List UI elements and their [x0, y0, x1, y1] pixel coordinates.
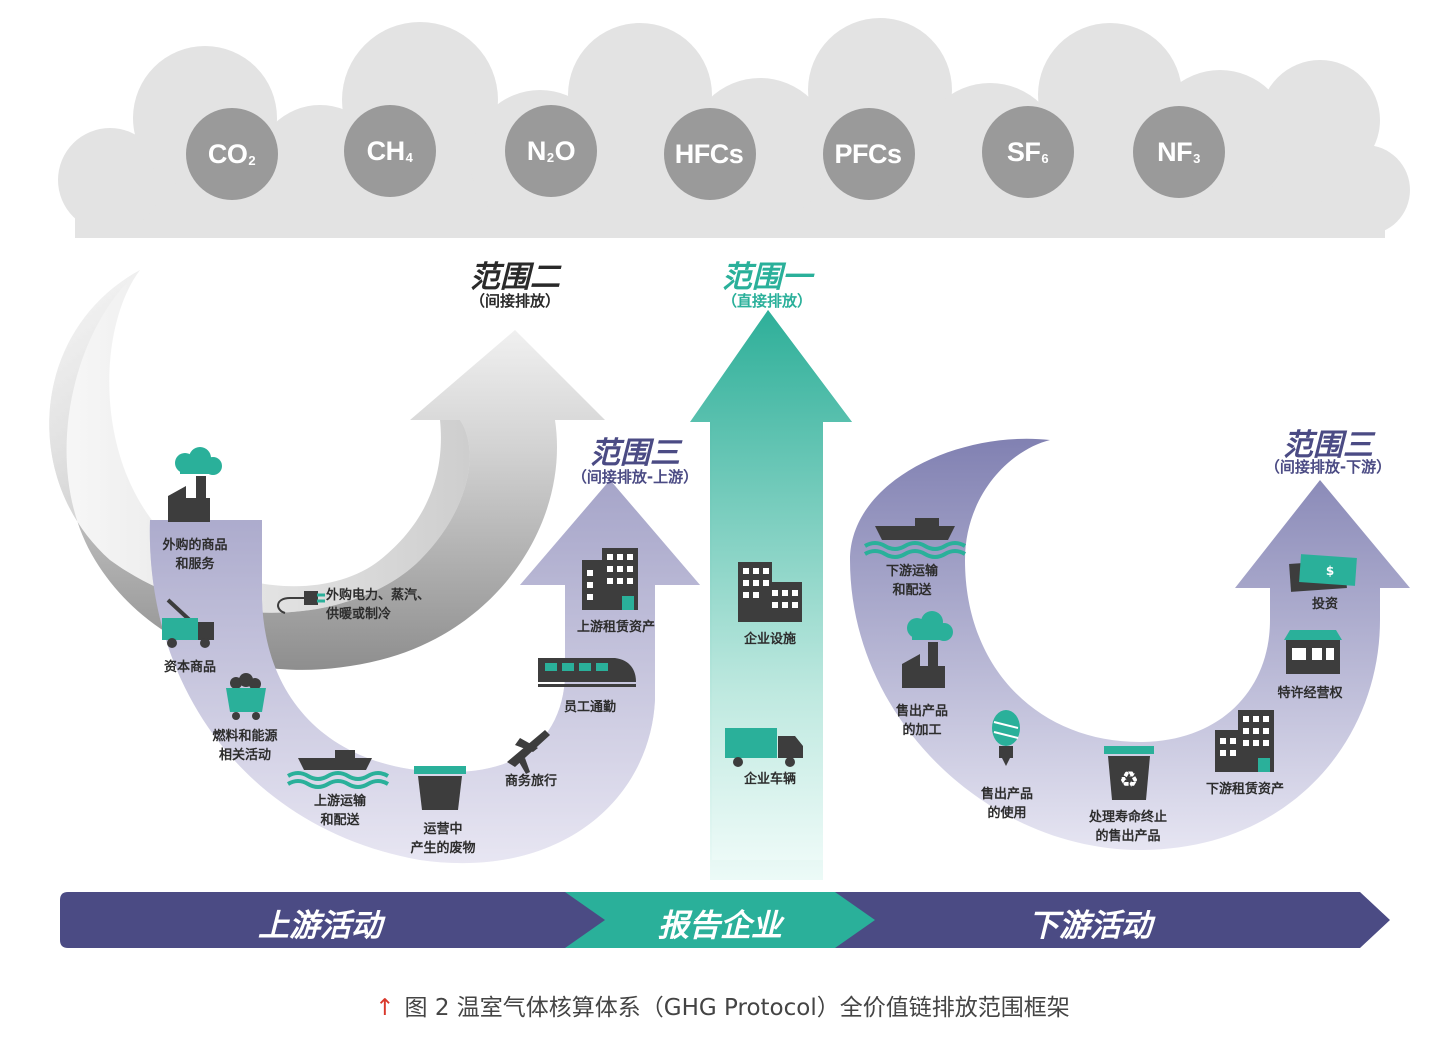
- scope2-arrow: [49, 270, 605, 670]
- scope2-subtitle: （间接排放）: [469, 292, 560, 310]
- coal-cart-icon: [226, 673, 266, 720]
- label-purchased-energy: 外购电力、蒸汽、 供暖或制冷: [326, 588, 431, 622]
- scope3-upstream-arrow: [149, 480, 701, 864]
- light-bulb-icon: [992, 710, 1020, 766]
- ship-icon-downstream: [863, 518, 967, 559]
- gas-hfcs: HFCs: [664, 108, 756, 200]
- scope3-upstream-subtitle: （间接排放-上游）: [571, 468, 699, 486]
- train-icon: [538, 658, 636, 687]
- scope1-title: 范围一: [722, 260, 812, 295]
- band-upstream-label: 上游活动: [258, 908, 382, 944]
- building-icon-upstream: [582, 548, 638, 610]
- building-icon-facilities: [738, 562, 802, 622]
- label-business-travel: 商务旅行: [504, 774, 557, 789]
- label-franchises: 特许经营权: [1277, 686, 1343, 701]
- up-arrow-icon: ↑: [375, 995, 395, 1021]
- label-use: 售出产品 的使用: [980, 787, 1033, 821]
- figure-caption: ↑ 图 2 温室气体核算体系（GHG Protocol）全价值链排放范围框架: [0, 988, 1445, 1022]
- label-fuel-energy: 燃料和能源 相关活动: [212, 729, 278, 763]
- band-upstream-shape: [60, 892, 610, 948]
- label-vehicles: 企业车辆: [743, 772, 796, 787]
- label-upstream-transport: 上游运输 和配送: [313, 794, 366, 828]
- dollar-sign: $: [1325, 564, 1335, 578]
- shop-icon: [1284, 630, 1342, 674]
- label-purchased-goods: 外购的商品 和服务: [162, 538, 228, 572]
- label-investments: 投资: [1311, 597, 1338, 612]
- scope2-title: 范围二: [470, 260, 560, 295]
- dumpster-icon: [414, 766, 466, 810]
- label-facilities: 企业设施: [743, 632, 796, 647]
- label-commuting: 员工通勤: [563, 700, 616, 715]
- truck-icon: [725, 728, 803, 767]
- plug-icon: [277, 591, 325, 614]
- building-icon-downstream: [1215, 710, 1274, 772]
- band-downstream-shape: [835, 892, 1390, 948]
- ship-icon-upstream: [286, 750, 390, 789]
- airplane-icon: [507, 730, 550, 774]
- label-waste: 运营中 产生的废物: [410, 822, 476, 856]
- band-reporting-shape: [565, 892, 878, 948]
- scope3-downstream-title: 范围三: [1283, 428, 1373, 463]
- scope3-upstream-title: 范围三: [590, 436, 680, 471]
- recycle-bin-icon: ♻: [1104, 746, 1154, 800]
- svg-text:♻: ♻: [1119, 768, 1139, 793]
- label-downstream-leased: 下游租赁资产: [1205, 782, 1284, 797]
- money-icon: [1289, 554, 1357, 592]
- label-end-of-life: 处理寿命终止 的售出产品: [1088, 810, 1167, 844]
- band-reporting-label: 报告企业: [658, 908, 782, 944]
- band-downstream-label: 下游活动: [1028, 908, 1152, 944]
- factory-icon-processing: [902, 611, 953, 688]
- label-upstream-leased: 上游租赁资产: [576, 620, 655, 635]
- gas-pfcs: PFCs: [823, 108, 915, 200]
- crane-truck-icon: [162, 598, 214, 648]
- caption-text: 图 2 温室气体核算体系（GHG Protocol）全价值链排放范围框架: [404, 995, 1070, 1021]
- scope1-subtitle: （直接排放）: [721, 292, 812, 310]
- label-capital-goods: 资本商品: [163, 660, 216, 675]
- label-processing: 售出产品 的加工: [895, 704, 948, 738]
- factory-icon: [168, 447, 222, 522]
- scope3-downstream-subtitle: （间接排放-下游）: [1264, 458, 1392, 476]
- label-downstream-transport: 下游运输 和配送: [885, 564, 938, 598]
